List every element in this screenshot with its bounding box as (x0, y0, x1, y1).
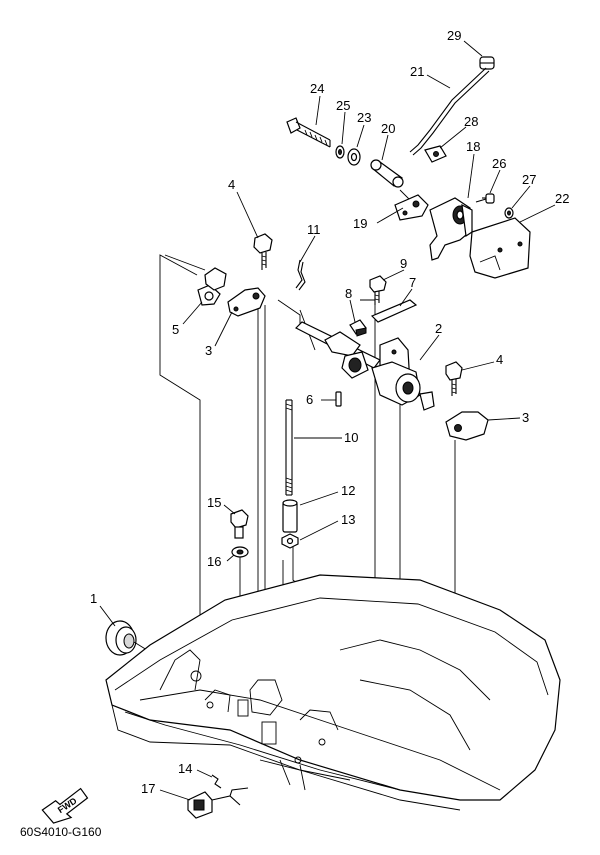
part-28-clip (424, 145, 447, 163)
label-6: 6 (306, 392, 313, 407)
label-5: 5 (172, 322, 179, 337)
part-10-rod (285, 399, 293, 496)
label-15: 15 (207, 495, 221, 510)
label-28: 28 (464, 114, 478, 129)
part-4-bolt-top (253, 233, 273, 270)
label-3-right: 3 (522, 410, 529, 425)
part-7-link (370, 299, 418, 323)
label-11: 11 (307, 222, 321, 237)
part-3-pivot-left (204, 267, 266, 317)
label-4-top: 4 (228, 177, 235, 192)
part-20-collar (370, 159, 404, 188)
label-8: 8 (345, 286, 352, 301)
bottom-cowling (105, 574, 561, 811)
label-4-right: 4 (496, 352, 503, 367)
part-25-washer (335, 145, 345, 159)
part-16-washer (231, 546, 249, 558)
label-13: 13 (341, 512, 355, 527)
part-13-nut (281, 533, 299, 549)
label-10: 10 (344, 430, 358, 445)
part-6-pin (335, 391, 342, 407)
label-1: 1 (90, 591, 97, 606)
part-labels: 29 21 24 25 23 20 28 18 26 27 22 19 4 11… (90, 28, 569, 796)
label-20: 20 (381, 121, 395, 136)
label-21: 21 (410, 64, 424, 79)
label-9: 9 (400, 256, 407, 271)
label-25: 25 (336, 98, 350, 113)
part-18-bracket (429, 197, 473, 261)
label-2: 2 (435, 321, 442, 336)
label-3-left: 3 (205, 343, 212, 358)
label-29: 29 (447, 28, 461, 43)
part-23-washer (347, 148, 361, 166)
label-12: 12 (341, 483, 355, 498)
leader-lines (99, 40, 556, 801)
part-1-grommet (105, 620, 161, 659)
part-26-screw (475, 193, 495, 204)
part-4-bolt-right (445, 361, 463, 396)
part-3-pivot-right (445, 411, 489, 441)
label-17: 17 (141, 781, 155, 796)
part-27-washer (504, 207, 514, 219)
part-2-shaft-assembly (294, 321, 435, 411)
part-21-rod (409, 67, 490, 156)
label-22: 22 (555, 191, 569, 206)
label-7: 7 (409, 275, 416, 290)
part-8-nut (349, 319, 367, 337)
label-27: 27 (522, 172, 536, 187)
part-12-coupling (282, 499, 298, 533)
part-24-bolt (286, 117, 331, 148)
part-11-clip (295, 259, 306, 291)
part-17-clamp (187, 787, 249, 819)
label-16: 16 (207, 554, 221, 569)
label-19: 19 (353, 216, 367, 231)
part-22-plate (469, 217, 531, 279)
label-18: 18 (466, 139, 480, 154)
part-19-lever (394, 194, 429, 221)
label-23: 23 (357, 110, 371, 125)
label-26: 26 (492, 156, 506, 171)
part-29-cap (479, 56, 495, 70)
part-15-bolt (230, 509, 249, 539)
label-24: 24 (310, 81, 324, 96)
label-14: 14 (178, 761, 192, 776)
fwd-arrow-icon: FWD (41, 787, 89, 824)
diagram-code: 60S4010-G160 (20, 825, 102, 839)
part-9-bolt (369, 275, 387, 305)
part-14-clip (211, 774, 222, 789)
